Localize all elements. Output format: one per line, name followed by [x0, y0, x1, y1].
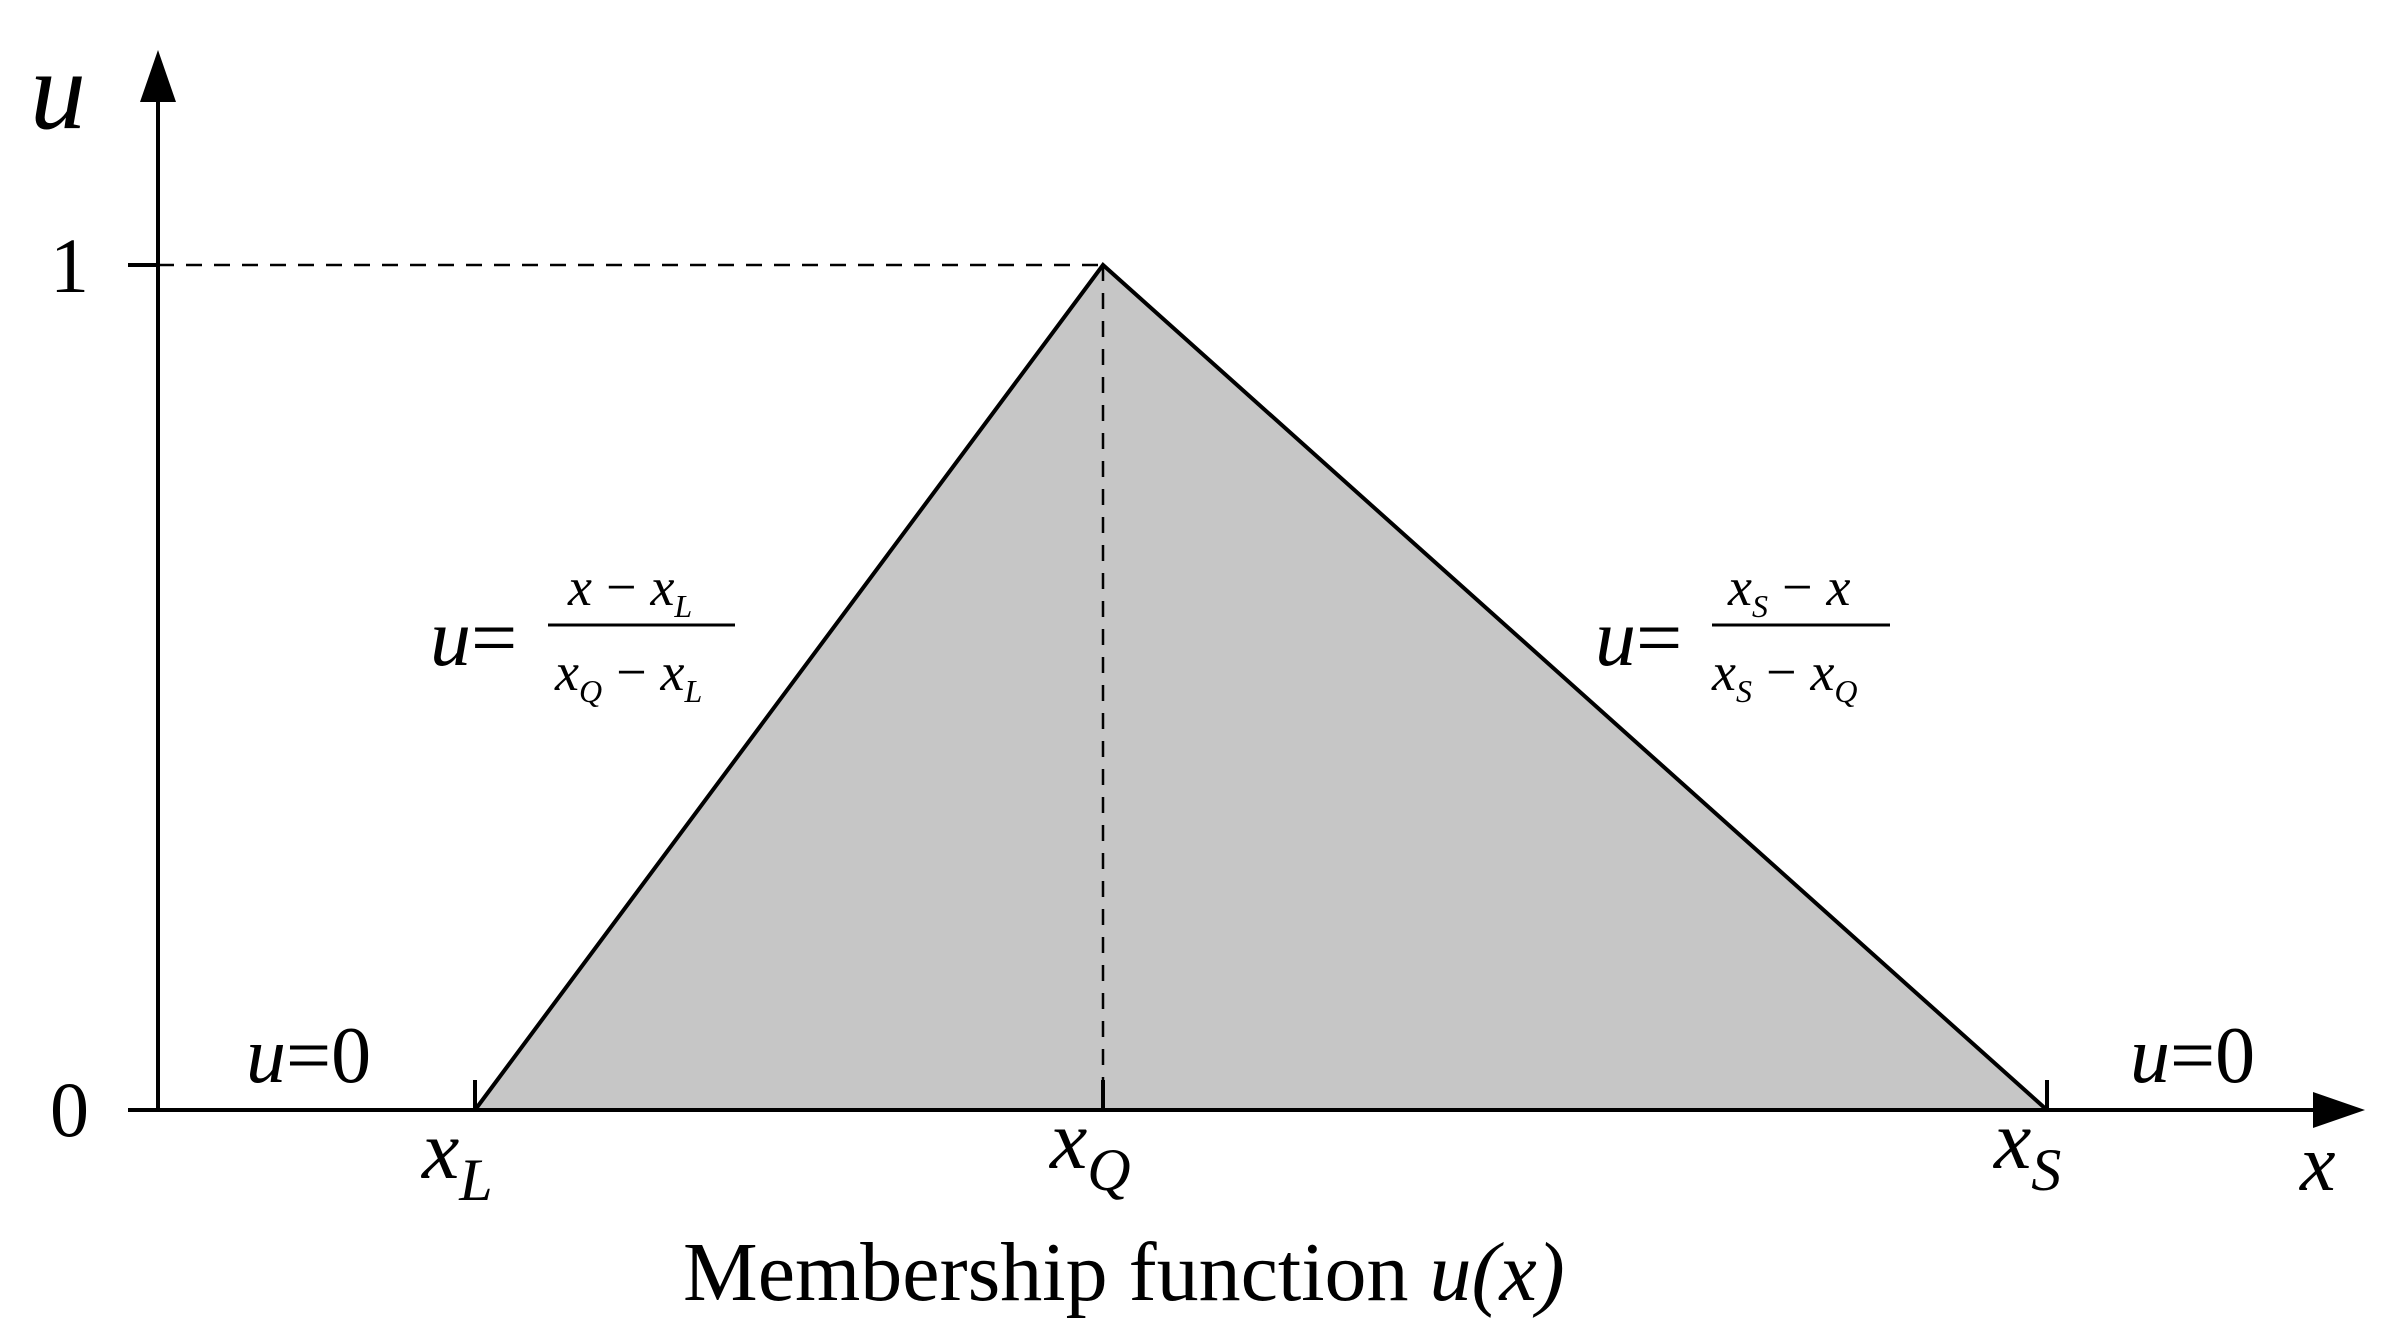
left-formula-denominator: xQ−xL — [554, 642, 702, 709]
left-formula: u= x−xL xQ−xL — [430, 557, 735, 709]
left-zero-label: u=0 — [246, 1012, 371, 1100]
x-label-xL: xL — [420, 1104, 493, 1213]
x-label-xQ: xQ — [1048, 1094, 1131, 1203]
membership-triangle-outline — [473, 262, 2049, 1112]
x-label-xS: xS — [1992, 1094, 2061, 1203]
right-formula-denominator: xS−xQ — [1711, 642, 1858, 709]
y-tick-label-1: 1 — [50, 222, 89, 309]
y-tick-label-0: 0 — [50, 1066, 89, 1153]
left-formula-lhs: u= — [430, 592, 517, 683]
left-formula-numerator: x−xL — [567, 557, 692, 624]
membership-triangle-fill — [475, 265, 2047, 1110]
right-formula-numerator: xS−x — [1727, 557, 1850, 624]
right-formula-lhs: u= — [1595, 592, 1682, 683]
right-zero-label: u=0 — [2130, 1012, 2255, 1100]
diagram-caption: Membership function u(x) — [683, 1226, 1565, 1319]
y-axis-label: u — [30, 29, 86, 153]
x-axis-arrow — [2313, 1092, 2365, 1128]
y-axis-arrow — [140, 50, 176, 102]
x-axis-label: x — [2299, 1120, 2336, 1208]
right-formula: u= xS−x xS−xQ — [1595, 557, 1890, 709]
